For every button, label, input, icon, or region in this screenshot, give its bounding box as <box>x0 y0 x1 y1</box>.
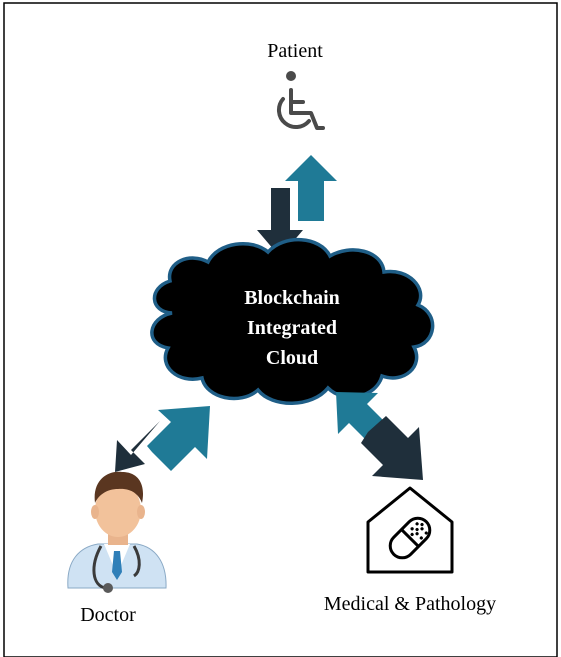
patient-label: Patient <box>267 40 323 62</box>
medical-label: Medical & Pathology <box>324 593 496 615</box>
blockchain-cloud: Blockchain Integrated Cloud <box>150 238 435 405</box>
cloud-line-2: Integrated <box>247 317 337 339</box>
arrow-to-medical <box>361 416 423 480</box>
wheelchair-icon <box>277 71 325 130</box>
cloud-line-1: Blockchain <box>244 287 340 309</box>
doctor-icon <box>67 471 167 593</box>
arrow-from-doctor <box>147 406 210 471</box>
cloud-line-3: Cloud <box>266 347 318 369</box>
arrow-to-patient <box>285 155 337 221</box>
doctor-label: Doctor <box>80 604 136 626</box>
pill-house-icon <box>366 486 454 574</box>
arrow-to-doctor <box>115 406 160 472</box>
